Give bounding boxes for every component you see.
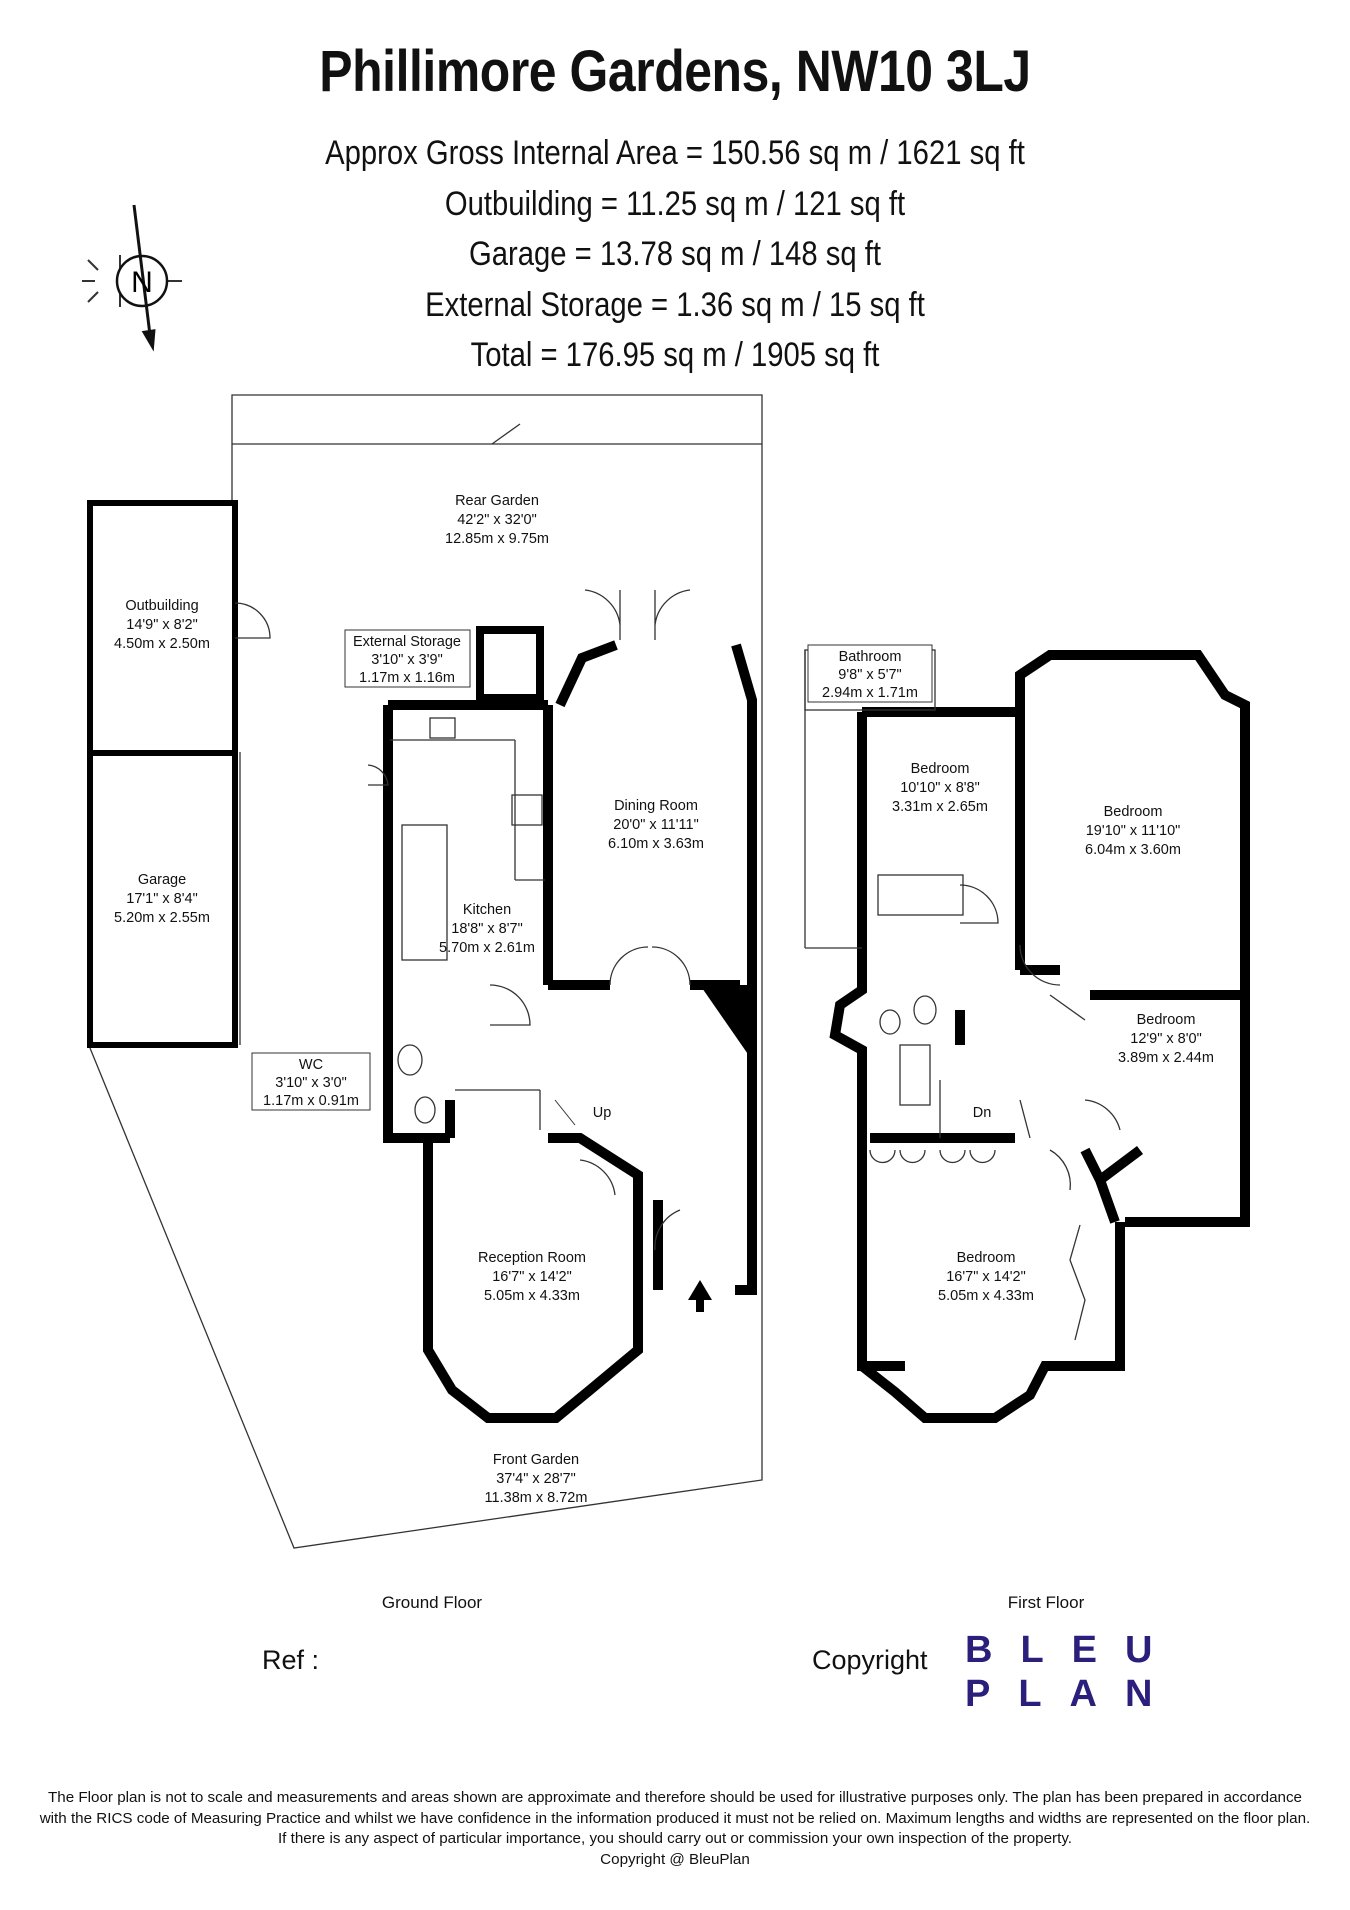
label-front-garden: Front Garden 37'4" x 28'7" 11.38m x 8.72… [485, 1452, 588, 1506]
label-external-storage: External Storage 3'10" x 3'9" 1.17m x 1.… [344, 629, 471, 688]
svg-text:Bedroom: Bedroom [957, 1250, 1016, 1266]
label-outbuilding: Outbuilding 14'9" x 8'2" 4.50m x 2.50m [114, 598, 210, 652]
outbuildings [87, 500, 271, 1048]
copyright-label: Copyright [812, 1645, 928, 1675]
svg-text:3'10" x 3'9": 3'10" x 3'9" [371, 652, 442, 668]
label-reception-room: Reception Room 16'7" x 14'2" 5.05m x 4.3… [478, 1250, 586, 1304]
svg-text:14'9" x 8'2": 14'9" x 8'2" [126, 617, 197, 633]
svg-text:2.94m x 1.71m: 2.94m x 1.71m [822, 685, 918, 701]
label-bedroom-3: Bedroom 16'7" x 14'2" 5.05m x 4.33m [938, 1250, 1034, 1304]
first-floor-label: First Floor [1008, 1593, 1085, 1612]
logo-line-1: BLEU [965, 1629, 1181, 1671]
label-bathroom: Bathroom 9'8" x 5'7" 2.94m x 1.71m [807, 644, 933, 703]
svg-text:37'4" x 28'7": 37'4" x 28'7" [496, 1471, 576, 1487]
svg-text:Garage: Garage [138, 872, 186, 888]
first-floor-walls [829, 650, 1250, 1423]
area-line-gross: Approx Gross Internal Area = 150.56 sq m… [325, 134, 1025, 172]
svg-text:Bathroom: Bathroom [839, 649, 902, 665]
svg-text:10'10" x 8'8": 10'10" x 8'8" [900, 780, 980, 796]
svg-text:5.20m x 2.55m: 5.20m x 2.55m [114, 910, 210, 926]
area-line-garage: Garage = 13.78 sq m / 148 sq ft [468, 235, 882, 273]
page-title: Phillimore Gardens, NW10 3LJ [319, 39, 1031, 104]
north-compass-icon: N [82, 204, 182, 352]
svg-text:16'7" x 14'2": 16'7" x 14'2" [946, 1269, 1026, 1285]
svg-text:3.89m x 2.44m: 3.89m x 2.44m [1118, 1050, 1214, 1066]
svg-text:5.05m x 4.33m: 5.05m x 4.33m [938, 1288, 1034, 1304]
label-dining-room: Dining Room 20'0" x 11'11" 6.10m x 3.63m [608, 798, 704, 852]
svg-text:1.17m x 1.16m: 1.17m x 1.16m [359, 670, 455, 686]
svg-text:5.05m x 4.33m: 5.05m x 4.33m [484, 1288, 580, 1304]
svg-text:6.10m x 3.63m: 6.10m x 3.63m [608, 836, 704, 852]
svg-text:Reception Room: Reception Room [478, 1250, 586, 1266]
reference-label: Ref : [262, 1645, 320, 1675]
svg-text:42'2" x 32'0": 42'2" x 32'0" [457, 512, 537, 528]
svg-text:16'7" x 14'2": 16'7" x 14'2" [492, 1269, 572, 1285]
svg-text:External Storage: External Storage [353, 634, 461, 650]
svg-text:4.50m x 2.50m: 4.50m x 2.50m [114, 636, 210, 652]
disclaimer-line: If there is any aspect of particular imp… [277, 1830, 1073, 1847]
label-bedroom-2: Bedroom 10'10" x 8'8" 3.31m x 2.65m [892, 761, 988, 815]
svg-text:WC: WC [299, 1057, 323, 1073]
svg-text:9'8" x 5'7": 9'8" x 5'7" [838, 667, 901, 683]
ground-floor-site [89, 394, 763, 1549]
svg-text:11.38m x 8.72m: 11.38m x 8.72m [485, 1490, 588, 1506]
area-line-outbuilding: Outbuilding = 11.25 sq m / 121 sq ft [444, 184, 906, 223]
svg-text:5.70m x 2.61m: 5.70m x 2.61m [439, 940, 535, 956]
svg-text:3'10" x 3'0": 3'10" x 3'0" [275, 1075, 346, 1091]
svg-text:Outbuilding: Outbuilding [125, 598, 198, 614]
stairs-up-label: Up [593, 1105, 612, 1121]
svg-text:3.31m x 2.65m: 3.31m x 2.65m [892, 799, 988, 815]
disclaimer-line: with the RICS code of Measuring Practice… [39, 1809, 1311, 1827]
svg-text:6.04m x 3.60m: 6.04m x 3.60m [1085, 842, 1181, 858]
svg-text:Bedroom: Bedroom [1104, 804, 1163, 820]
label-bedroom-1: Bedroom 19'10" x 11'10" 6.04m x 3.60m [1085, 804, 1181, 858]
label-garage: Garage 17'1" x 8'4" 5.20m x 2.55m [114, 872, 210, 926]
svg-text:17'1" x 8'4": 17'1" x 8'4" [126, 891, 197, 907]
disclaimer: The Floor plan is not to scale and measu… [0, 1788, 1350, 1870]
svg-text:Kitchen: Kitchen [463, 902, 511, 918]
label-bedroom-4: Bedroom 12'9" x 8'0" 3.89m x 2.44m [1118, 1012, 1214, 1066]
area-summary: Approx Gross Internal Area = 150.56 sq m… [0, 128, 1350, 381]
stairs-down-label: Dn [973, 1105, 992, 1121]
label-kitchen: Kitchen 18'8" x 8'7" 5.70m x 2.61m [439, 902, 535, 956]
svg-text:Front Garden: Front Garden [493, 1452, 579, 1468]
ground-floor-fixtures [367, 589, 712, 1312]
svg-text:19'10" x 11'10": 19'10" x 11'10" [1086, 823, 1181, 839]
bleuplan-logo: BLEU PLAN [965, 1628, 1180, 1716]
logo-line-2: PLAN [965, 1673, 1181, 1715]
svg-text:12.85m x 9.75m: 12.85m x 9.75m [445, 531, 549, 547]
compass-letter: N [131, 266, 153, 299]
svg-text:Bedroom: Bedroom [1137, 1012, 1196, 1028]
area-line-total: Total = 176.95 sq m / 1905 sq ft [470, 336, 880, 374]
svg-text:18'8" x 8'7": 18'8" x 8'7" [451, 921, 522, 937]
ground-floor-label: Ground Floor [382, 1593, 482, 1612]
svg-text:1.17m x 0.91m: 1.17m x 0.91m [263, 1093, 359, 1109]
disclaimer-line: Copyright @ BleuPlan [600, 1850, 750, 1868]
svg-text:Dining Room: Dining Room [614, 798, 698, 814]
label-wc: WC 3'10" x 3'0" 1.17m x 0.91m [251, 1052, 371, 1111]
disclaimer-line: The Floor plan is not to scale and measu… [48, 1789, 1302, 1806]
svg-text:12'9" x 8'0": 12'9" x 8'0" [1130, 1031, 1201, 1047]
label-rear-garden: Rear Garden 42'2" x 32'0" 12.85m x 9.75m [445, 493, 549, 547]
svg-text:Bedroom: Bedroom [911, 761, 970, 777]
area-line-storage: External Storage = 1.36 sq m / 15 sq ft [425, 285, 925, 324]
svg-text:20'0" x 11'11": 20'0" x 11'11" [613, 817, 698, 833]
svg-text:Rear Garden: Rear Garden [455, 493, 539, 509]
